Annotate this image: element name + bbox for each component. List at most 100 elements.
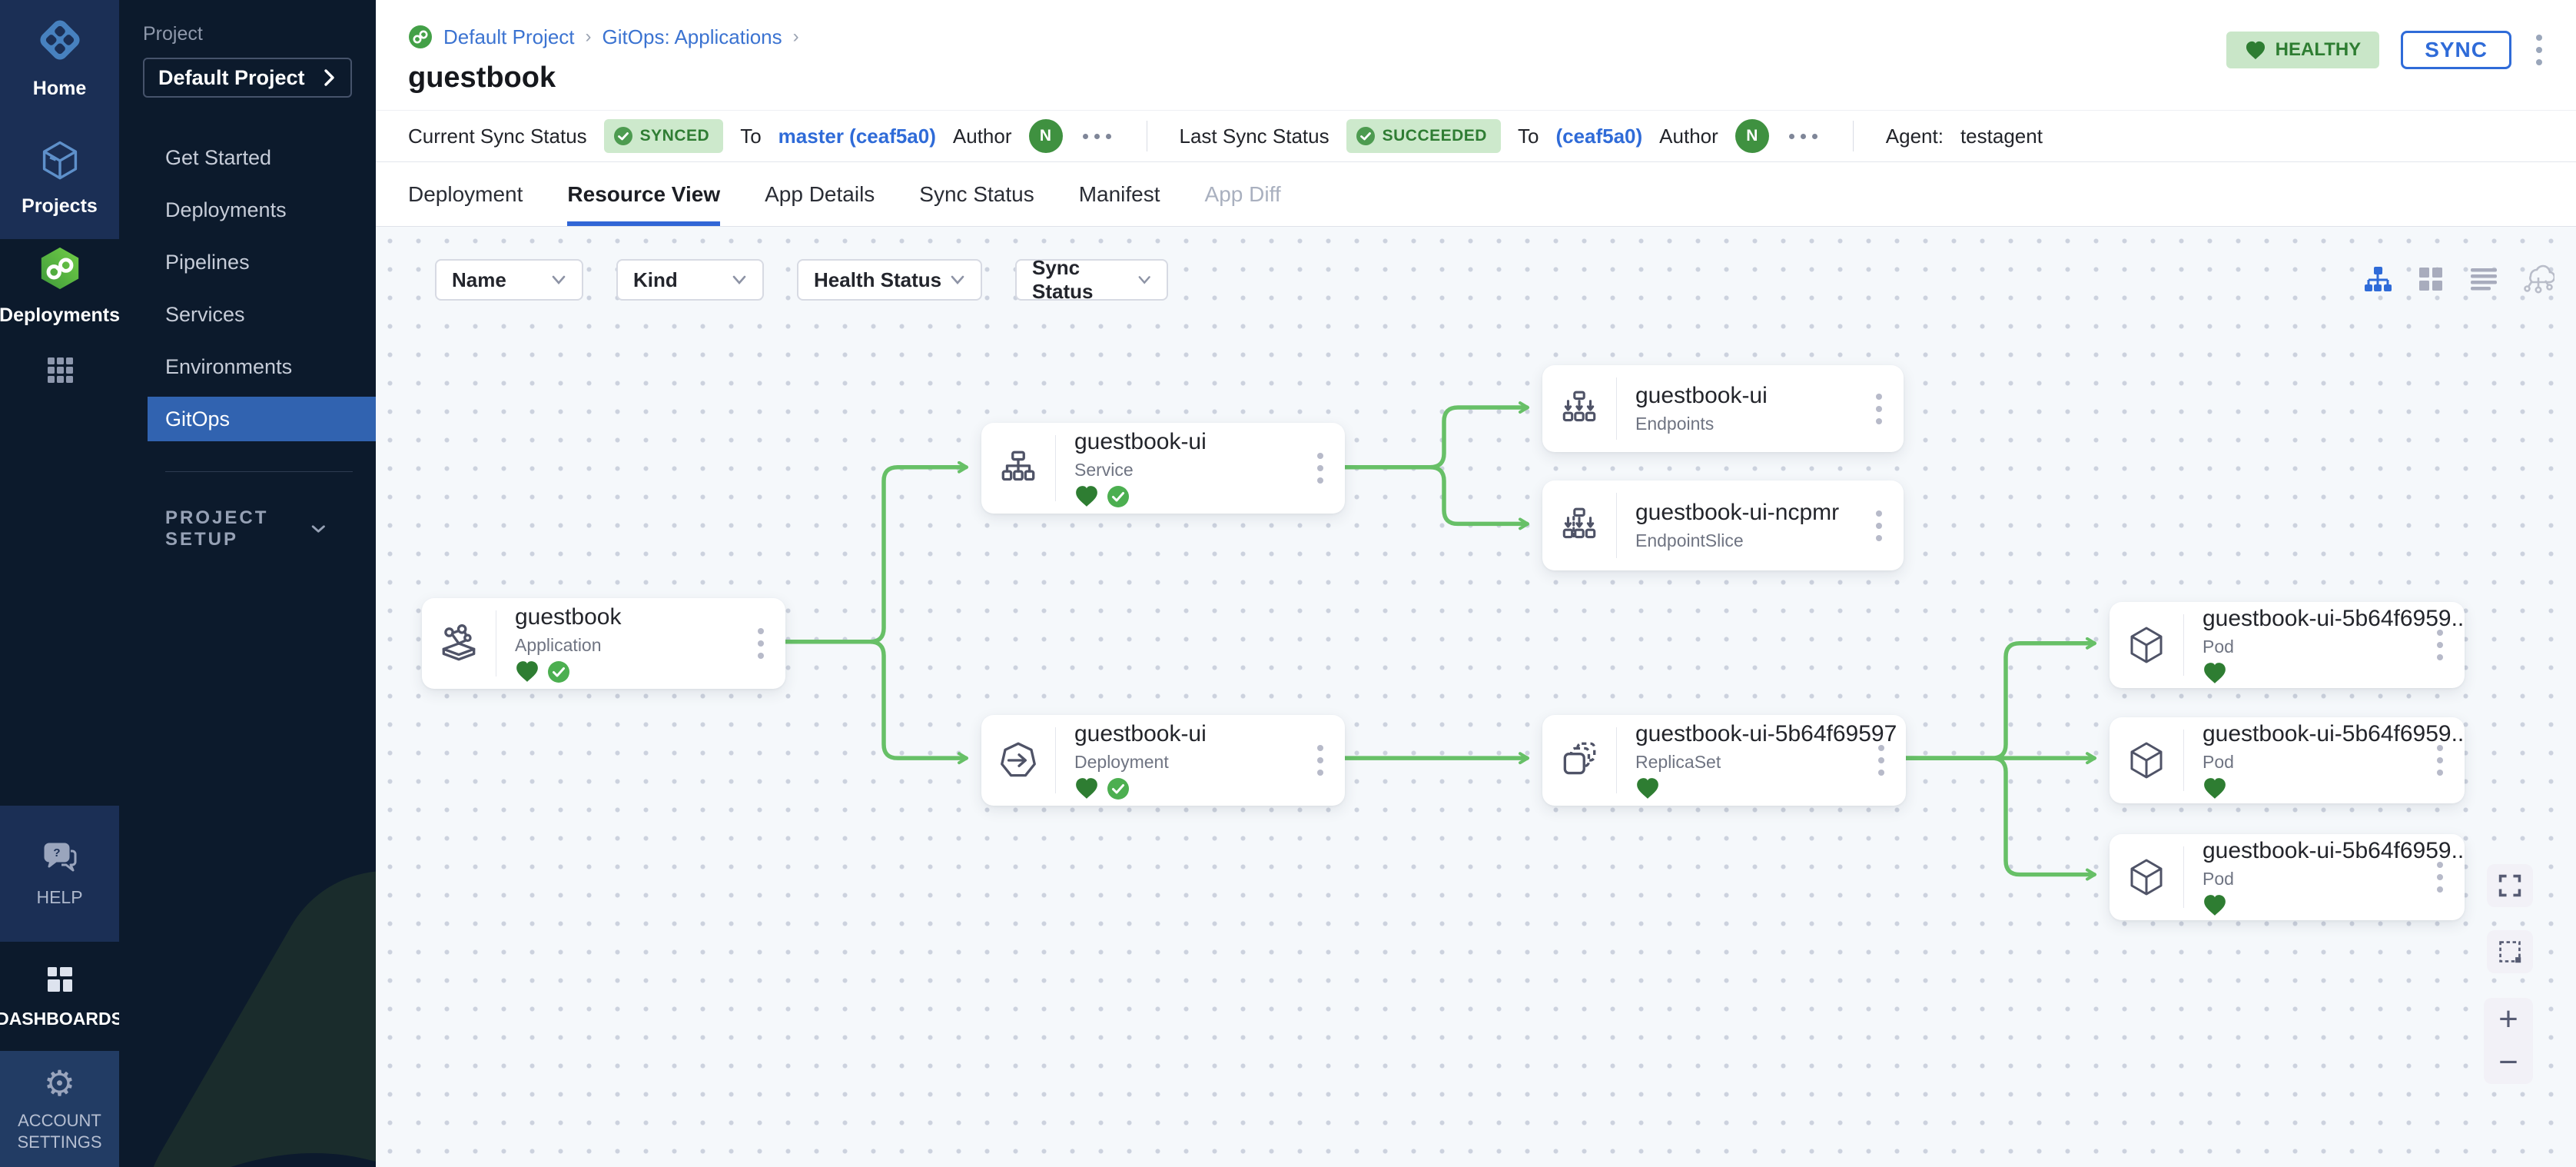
sidebar-item-services[interactable]: Services <box>119 288 376 341</box>
commit-more-icon[interactable] <box>1786 131 1821 142</box>
zoom-in-button[interactable]: + <box>2484 998 2533 1041</box>
zoom-out-button[interactable]: − <box>2484 1041 2533 1084</box>
node-more-menu-icon[interactable] <box>1314 450 1326 487</box>
project-section-label: Project <box>143 23 376 45</box>
health-badge-label: HEALTHY <box>2276 39 2362 61</box>
sidebar-item-environments[interactable]: Environments <box>119 341 376 393</box>
node-replicaset[interactable]: guestbook-ui-5b64f69597 ReplicaSet <box>1542 715 1906 806</box>
node-more-menu-icon[interactable] <box>1873 507 1885 544</box>
sidebar-item-pipelines[interactable]: Pipelines <box>119 236 376 288</box>
node-more-menu-icon[interactable] <box>1875 742 1887 779</box>
tab-app-details[interactable]: App Details <box>765 162 875 226</box>
network-view-icon[interactable] <box>2522 264 2554 294</box>
rail-item-help[interactable]: ? HELP <box>0 806 119 942</box>
tab-manifest[interactable]: Manifest <box>1079 162 1160 226</box>
deployment-icon <box>981 739 1055 782</box>
last-target-link[interactable]: (ceaf5a0) <box>1555 125 1642 148</box>
node-endpoints[interactable]: guestbook-ui Endpoints <box>1542 365 1904 452</box>
node-body: guestbook Application <box>496 604 785 683</box>
rail-dashboards-label: DASHBOARDS <box>0 1009 123 1029</box>
list-view-icon[interactable] <box>2468 264 2499 294</box>
current-sync-status-label: Current Sync Status <box>408 125 587 148</box>
node-status-badges <box>1074 485 1345 508</box>
filter-label: Kind <box>633 268 678 292</box>
sidebar-item-get-started[interactable]: Get Started <box>119 131 376 184</box>
node-status-badges <box>2203 894 2465 916</box>
sidebar-item-label: Deployments <box>165 198 287 222</box>
commit-more-icon[interactable] <box>1080 131 1114 142</box>
marquee-select-button[interactable] <box>2487 930 2533 973</box>
author-avatar: N <box>1029 119 1063 153</box>
rail-item-dashboards[interactable]: DASHBOARDS <box>0 942 119 1051</box>
resource-graph-canvas[interactable]: Name Kind Health Status Sync Status <box>376 227 2576 1167</box>
projects-cube-icon <box>38 138 82 186</box>
node-more-menu-icon[interactable] <box>2434 627 2446 663</box>
application-icon <box>422 622 496 665</box>
healthy-heart-icon <box>2203 777 2227 800</box>
fullscreen-button[interactable] <box>2487 864 2533 907</box>
sync-button[interactable]: SYNC <box>2401 31 2511 69</box>
node-kind: Deployment <box>1074 752 1345 773</box>
filter-kind[interactable]: Kind <box>616 259 764 301</box>
node-body: guestbook-ui-5b64f6959... Pod <box>2184 606 2465 684</box>
sidebar-item-label: Get Started <box>165 146 271 170</box>
page-title: guestbook <box>408 62 2545 95</box>
tab-deployment[interactable]: Deployment <box>408 162 523 226</box>
node-more-menu-icon[interactable] <box>755 625 767 662</box>
sidebar-item-label: Pipelines <box>165 251 250 274</box>
node-name: guestbook <box>515 604 785 630</box>
node-more-menu-icon[interactable] <box>2434 742 2446 779</box>
tab-resource-view[interactable]: Resource View <box>567 162 720 226</box>
chevron-down-icon <box>950 274 965 285</box>
agent-label: Agent: <box>1886 125 1944 148</box>
tree-view-icon[interactable] <box>2362 264 2393 294</box>
breadcrumb-project-link[interactable]: Default Project <box>443 25 575 49</box>
node-pod-2[interactable]: guestbook-ui-5b64f6959... Pod <box>2110 717 2465 803</box>
project-selector[interactable]: Default Project <box>143 58 352 98</box>
chevron-down-icon <box>551 274 566 285</box>
pod-icon <box>2110 624 2183 666</box>
help-chat-icon: ? <box>41 840 78 878</box>
breadcrumb-applications-link[interactable]: GitOps: Applications <box>603 25 782 49</box>
tab-app-diff: App Diff <box>1205 162 1281 226</box>
tab-sync-status[interactable]: Sync Status <box>919 162 1034 226</box>
node-application[interactable]: guestbook Application <box>422 598 785 689</box>
rail-item-projects[interactable]: Projects <box>0 115 119 239</box>
synced-check-icon <box>1107 777 1130 800</box>
heart-icon <box>2245 41 2266 60</box>
module-switcher-button[interactable] <box>0 333 119 410</box>
node-more-menu-icon[interactable] <box>2434 859 2446 896</box>
node-more-menu-icon[interactable] <box>1314 742 1326 779</box>
grid-view-icon[interactable] <box>2416 264 2445 294</box>
rail-item-deployments[interactable]: Deployments <box>0 239 119 333</box>
project-selector-value: Default Project <box>158 66 305 90</box>
sidebar-item-deployments[interactable]: Deployments <box>119 184 376 236</box>
node-status-badges <box>1074 777 1345 800</box>
node-name: guestbook-ui-5b64f6959... <box>2203 606 2465 632</box>
current-target-link[interactable]: master (ceaf5a0) <box>778 125 936 148</box>
succeeded-badge: SUCCEEDED <box>1346 119 1501 153</box>
filter-sync-status[interactable]: Sync Status <box>1015 259 1168 301</box>
filter-name[interactable]: Name <box>435 259 583 301</box>
app-more-menu-icon[interactable] <box>2533 32 2545 68</box>
node-more-menu-icon[interactable] <box>1873 391 1885 427</box>
rail-item-account-settings[interactable]: ⚙ ACCOUNT SETTINGS <box>0 1051 119 1167</box>
filter-health-status[interactable]: Health Status <box>797 259 982 301</box>
sidebar-item-gitops[interactable]: GitOps <box>148 397 376 441</box>
node-endpointslice[interactable]: guestbook-ui-ncpmr EndpointSlice <box>1542 480 1904 570</box>
node-kind: Pod <box>2203 869 2465 889</box>
project-setup-toggle[interactable]: PROJECT SETUP <box>165 507 327 550</box>
filter-label: Health Status <box>814 268 941 292</box>
node-body: guestbook-ui-5b64f6959... Pod <box>2184 721 2465 800</box>
zoom-control: + − <box>2484 998 2533 1084</box>
node-body: guestbook-ui-ncpmr EndpointSlice <box>1617 500 1904 551</box>
breadcrumb-separator: › <box>793 26 799 48</box>
rail-item-home[interactable]: Home <box>0 0 119 115</box>
node-service[interactable]: guestbook-ui Service <box>981 423 1345 514</box>
project-sidebar: Project Default Project Get Started Depl… <box>119 0 376 1167</box>
node-pod-3[interactable]: guestbook-ui-5b64f6959... Pod <box>2110 834 2465 920</box>
node-deployment[interactable]: guestbook-ui Deployment <box>981 715 1345 806</box>
node-pod-1[interactable]: guestbook-ui-5b64f6959... Pod <box>2110 602 2465 688</box>
node-kind: Service <box>1074 460 1345 480</box>
